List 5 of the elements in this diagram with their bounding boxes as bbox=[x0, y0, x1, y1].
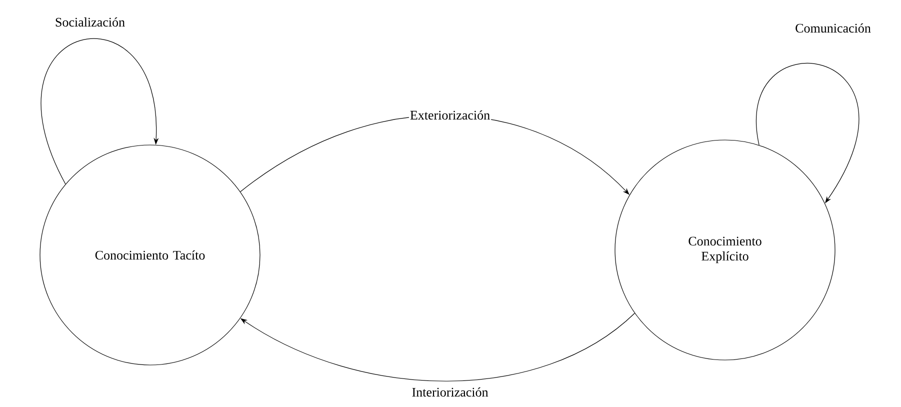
edge-label: Comunicación bbox=[794, 22, 872, 34]
edge-label: Interiorización bbox=[410, 386, 490, 398]
edge-label: Exteriorización bbox=[408, 109, 492, 121]
arrow bbox=[41, 38, 159, 184]
edge-label: Socialización bbox=[54, 16, 126, 28]
